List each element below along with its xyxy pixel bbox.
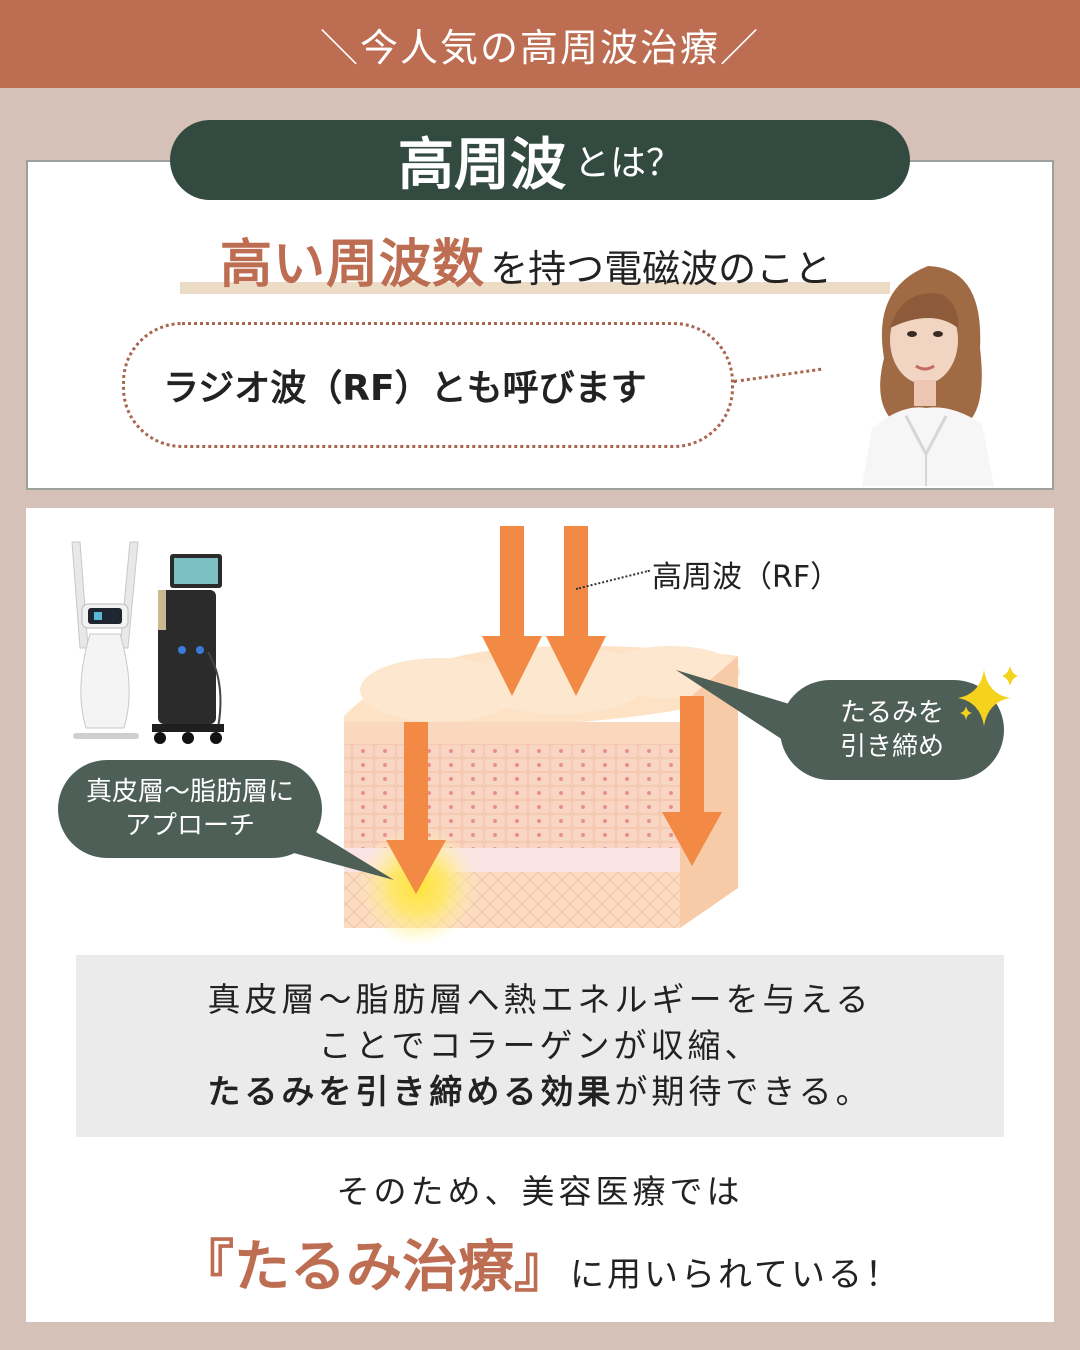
conclusion-line1: そのため、美容医療では (336, 1172, 744, 1211)
explanation-line3-rest: が期待できる。 (614, 1072, 873, 1111)
rf-label: 高周波（RF） (652, 560, 841, 595)
doctor-portrait-icon (862, 266, 994, 486)
bubble-right-tail (676, 670, 796, 742)
sparkle-icon (958, 666, 1018, 726)
white-rf-device-icon (71, 541, 139, 739)
definition-line: 高い周波数 を持つ電磁波のこと (220, 222, 832, 297)
bubble-tighten: たるみを 引き締め (780, 680, 1004, 780)
definition-rest: を持つ電磁波のこと (490, 247, 833, 291)
speech-bubble-rf: ラジオ波（RF）とも呼びます (122, 322, 734, 448)
explanation-line3: たるみを引き締める効果が期待できる。 (207, 1069, 872, 1115)
title-main: 高周波 (397, 131, 566, 198)
explanation-line2: ことでコラーゲンが収縮、 (318, 1026, 762, 1065)
bubble-approach: 真皮層〜脂肪層に アプローチ (58, 760, 322, 858)
top-banner: ＼今人気の高周波治療／ (0, 0, 1080, 88)
conclusion-rest: に用いられている！ (570, 1255, 902, 1295)
bubble-approach-line1: 真皮層〜脂肪層に (85, 777, 294, 807)
banner-title: ＼今人気の高周波治療／ (319, 25, 760, 70)
bubble-tighten-line2: 引き締め (839, 732, 944, 762)
definition-strong: 高い周波数 (220, 235, 486, 295)
conclusion-line2: 『たるみ治療』に用いられている！ (0, 1222, 1080, 1303)
explanation-line1: 真皮層〜脂肪層へ熱エネルギーを与える (207, 980, 873, 1019)
bubble-tighten-line1: たるみを (839, 698, 944, 728)
title-pill: 高周波 とは？ (170, 120, 910, 200)
explanation-box: 真皮層〜脂肪層へ熱エネルギーを与える ことでコラーゲンが収縮、 たるみを引き締め… (76, 955, 1004, 1137)
definition-underline (180, 282, 890, 294)
black-rf-device-icon (152, 554, 224, 744)
title-sub: とは？ (573, 143, 682, 184)
explanation-line3-bold: たるみを引き締める効果 (207, 1072, 615, 1111)
conclusion-strong: 『たるみ治療』 (178, 1235, 570, 1300)
speech-bubble-text: ラジオ波（RF）とも呼びます (163, 368, 647, 409)
bubble-approach-line2: アプローチ (124, 811, 255, 841)
